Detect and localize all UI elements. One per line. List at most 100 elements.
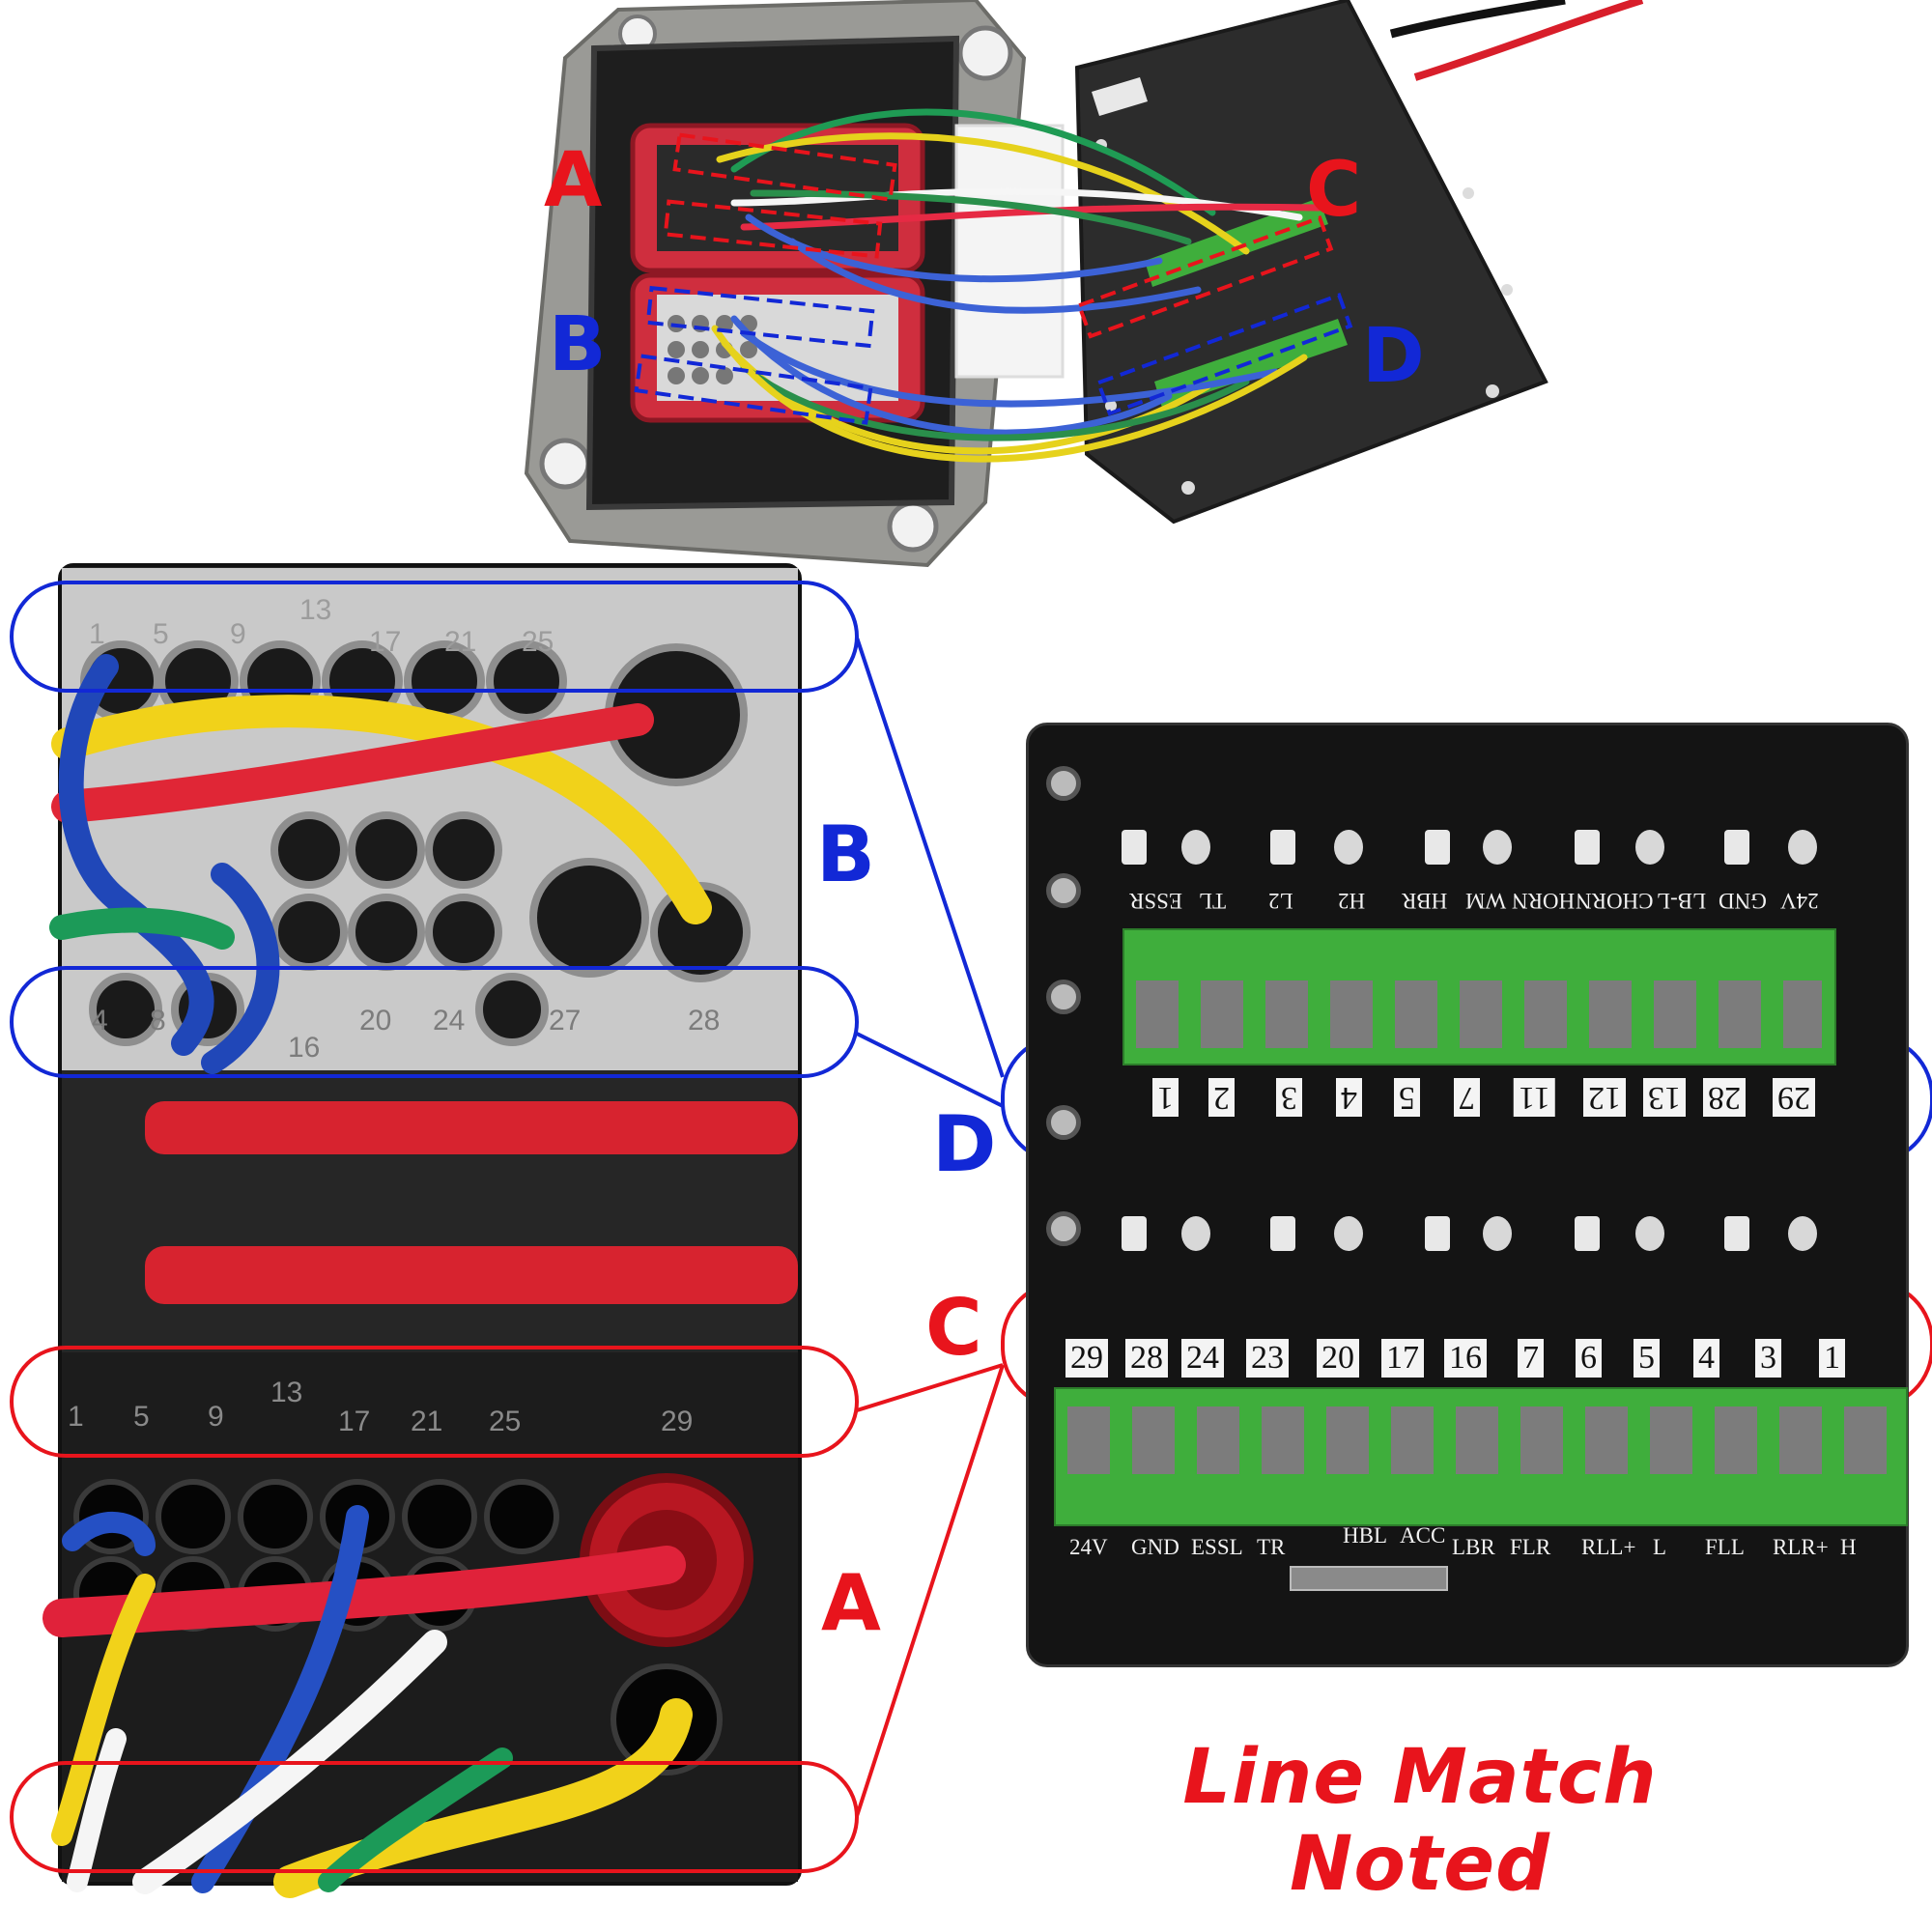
pin-number: 17 bbox=[1381, 1339, 1424, 1378]
connector-lines bbox=[855, 637, 1005, 1817]
callout-a-top: A bbox=[544, 137, 603, 224]
dashed-box-b-top bbox=[645, 285, 875, 349]
signal-label: ESSR bbox=[1129, 889, 1182, 913]
signal-label: 24V bbox=[1069, 1535, 1108, 1559]
signal-label: CHORN bbox=[1576, 889, 1654, 913]
pin-number: 11 bbox=[1514, 1078, 1555, 1117]
cavity-number: 1 bbox=[68, 1401, 84, 1433]
cavity-number: 13 bbox=[299, 594, 332, 626]
oval-a-bottom bbox=[10, 1761, 859, 1873]
cavity-number: 5 bbox=[153, 618, 169, 650]
cavity-number: 20 bbox=[359, 1005, 392, 1037]
pin-number: 20 bbox=[1317, 1339, 1359, 1378]
signal-label: HORN bbox=[1512, 889, 1576, 913]
signal-label: H2 bbox=[1338, 889, 1366, 913]
top-assembly-photo bbox=[524, 0, 1644, 568]
flange-hole bbox=[539, 438, 591, 490]
cavity-number: 8 bbox=[150, 1005, 166, 1037]
callout-d-mid: D bbox=[932, 1099, 997, 1189]
signal-label: LBR bbox=[1452, 1535, 1495, 1559]
pin-number: 4 bbox=[1336, 1078, 1362, 1117]
cavity-number: 4 bbox=[92, 1005, 108, 1037]
red-power-lead bbox=[1413, 0, 1644, 81]
signal-label: 24V bbox=[1780, 889, 1819, 913]
signal-label: ACC bbox=[1400, 1523, 1446, 1548]
dashed-box-d bbox=[1095, 292, 1353, 416]
callout-a-mid: A bbox=[821, 1558, 881, 1648]
callout-d-top: D bbox=[1362, 313, 1425, 400]
closeup-wires bbox=[43, 654, 712, 1898]
pin-number: 5 bbox=[1634, 1339, 1660, 1378]
flange-hole bbox=[887, 500, 939, 553]
pin-number: 29 bbox=[1065, 1339, 1108, 1378]
cavity-number: 16 bbox=[288, 1032, 321, 1064]
cavity-number: 28 bbox=[688, 1005, 721, 1037]
caption-text: Line Match Noted bbox=[1182, 1734, 1658, 1908]
callout-c-mid: C bbox=[925, 1283, 982, 1373]
pin-number: 4 bbox=[1693, 1339, 1719, 1378]
pin-number: 1 bbox=[1152, 1078, 1179, 1117]
pin-number: 29 bbox=[1773, 1078, 1815, 1117]
pin-number: 6 bbox=[1576, 1339, 1602, 1378]
signal-label: WM bbox=[1465, 889, 1507, 913]
cavity-number: 9 bbox=[208, 1401, 224, 1433]
breakout-board: ESSR TL L2 H2 HBR WM HORN CHORN LB-L GND… bbox=[1026, 723, 1909, 1667]
cavity-number: 17 bbox=[369, 626, 402, 658]
signal-label: TR bbox=[1257, 1535, 1286, 1559]
cavity-number: 25 bbox=[522, 626, 554, 658]
pin-number: 7 bbox=[1454, 1078, 1480, 1117]
red-latch-upper bbox=[145, 1101, 798, 1154]
connector-b-holes bbox=[668, 315, 757, 384]
signal-label: L2 bbox=[1268, 889, 1293, 913]
oval-b-bottom bbox=[10, 966, 859, 1078]
pin-number: 28 bbox=[1125, 1339, 1168, 1378]
signal-label: LB-L bbox=[1657, 889, 1707, 913]
cavity-number: 27 bbox=[549, 1005, 582, 1037]
top-wires bbox=[711, 108, 1322, 463]
black-power-lead bbox=[1389, 0, 1566, 39]
signal-label: RLL+ bbox=[1581, 1535, 1636, 1559]
pin-number: 16 bbox=[1444, 1339, 1487, 1378]
callout-b-mid: B bbox=[816, 810, 875, 899]
cavity-number: 25 bbox=[489, 1406, 522, 1437]
cavity-number: 17 bbox=[338, 1406, 371, 1437]
pin-number: 3 bbox=[1276, 1078, 1302, 1117]
connector-closeup-panel bbox=[43, 563, 802, 1898]
signal-label: RLR+ bbox=[1773, 1535, 1829, 1559]
signal-label: FLR bbox=[1510, 1535, 1551, 1559]
oval-a-top bbox=[10, 1346, 859, 1458]
pin-number: 28 bbox=[1703, 1078, 1746, 1117]
oval-b-top bbox=[10, 581, 859, 693]
pin-number: 13 bbox=[1643, 1078, 1686, 1117]
dashed-box-c bbox=[1076, 214, 1334, 339]
cavity-number: 5 bbox=[133, 1401, 150, 1433]
terminal-block-top bbox=[1122, 928, 1836, 1065]
pin-number: 12 bbox=[1583, 1078, 1626, 1117]
white-spacer bbox=[954, 124, 1065, 379]
cavity-number: 1 bbox=[89, 618, 105, 650]
signal-label: FLL bbox=[1705, 1535, 1745, 1559]
cavity-number: 29 bbox=[661, 1406, 694, 1437]
cavity-number: 9 bbox=[230, 618, 246, 650]
dashed-box-a-bottom bbox=[663, 199, 883, 259]
cavity-number: 13 bbox=[270, 1377, 303, 1408]
signal-label: GND bbox=[1131, 1535, 1179, 1559]
hbl-acc-switch bbox=[1290, 1566, 1448, 1591]
pin-number: 1 bbox=[1819, 1339, 1845, 1378]
callout-b-top: B bbox=[549, 301, 607, 388]
pin-number: 23 bbox=[1246, 1339, 1289, 1378]
signal-label: GND bbox=[1719, 889, 1767, 913]
pcb-mounting-holes bbox=[1095, 139, 1513, 495]
pin-number: 2 bbox=[1208, 1078, 1235, 1117]
dashed-box-a-top bbox=[672, 132, 897, 202]
pin-number: 7 bbox=[1518, 1339, 1544, 1378]
flange-hole bbox=[957, 25, 1013, 81]
terminal-block-bottom bbox=[1054, 1387, 1908, 1526]
signal-label: L bbox=[1653, 1535, 1667, 1559]
signal-label: HBR bbox=[1402, 889, 1448, 913]
signal-label: H bbox=[1840, 1535, 1857, 1559]
cavity-number: 21 bbox=[444, 626, 477, 658]
signal-label: ESSL bbox=[1191, 1535, 1243, 1559]
cavity-number: 21 bbox=[411, 1406, 443, 1437]
